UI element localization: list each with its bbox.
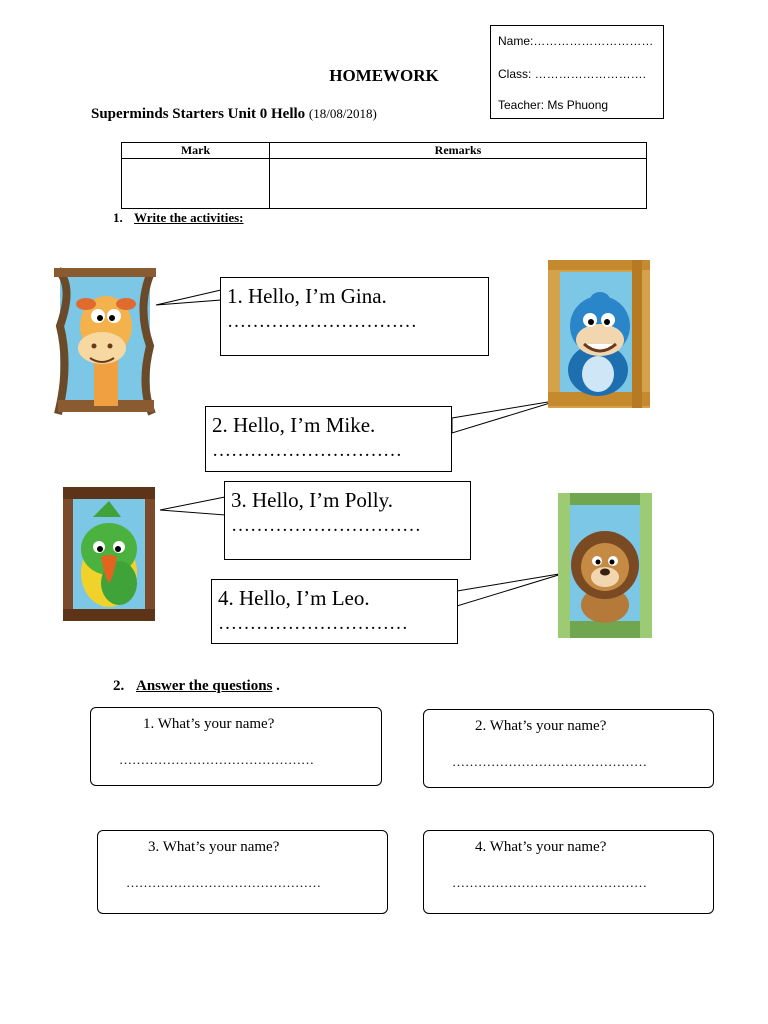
question-box-1: 1. What’s your name? ……………………………………… <box>90 707 382 786</box>
question-text: 3. What’s your name? <box>148 839 280 855</box>
question-box-2: 2. What’s your name? ……………………………………… <box>423 709 714 788</box>
monkey-icon <box>548 260 650 408</box>
unit-title: Superminds Starters Unit 0 Hello <box>91 106 306 122</box>
section2-number: 2. <box>113 678 125 694</box>
callout-leo: 4. Hello, I’m Leo. ………………………… <box>211 579 458 644</box>
section2-title: Answer the questions <box>136 678 273 694</box>
giraffe-icon <box>54 267 156 416</box>
answer-line[interactable]: ………………………… <box>212 440 402 461</box>
question-box-3: 3. What’s your name? ……………………………………… <box>97 830 388 914</box>
lion-icon <box>558 493 652 638</box>
question-text: 1. What’s your name? <box>143 716 275 732</box>
question-text: 4. What’s your name? <box>475 839 607 855</box>
answer-line[interactable]: ………………………… <box>218 613 408 634</box>
parrot-icon <box>63 487 155 621</box>
question-text: 2. What’s your name? <box>475 718 607 734</box>
callout-text: 3. Hello, I’m Polly. <box>231 488 393 512</box>
answer-line[interactable]: ……………………………………… <box>126 875 321 890</box>
section2-suffix: . <box>272 678 280 694</box>
section1-number: 1. <box>113 210 123 225</box>
section2-heading: 2. Answer the questions . <box>113 678 280 695</box>
homework-date: (18/08/2018) <box>308 106 377 121</box>
answer-line[interactable]: ……………………………………… <box>452 754 647 769</box>
answer-line[interactable]: ……………………………………… <box>119 752 314 767</box>
question-box-4: 4. What’s your name? ……………………………………… <box>423 830 714 914</box>
callout-text: 4. Hello, I’m Leo. <box>218 586 370 610</box>
marks-table: Mark Remarks <box>121 142 647 209</box>
page-title-text: HOMEWORK <box>329 66 439 85</box>
student-info-box: Name:………………………… Class: ………………………. Teache… <box>490 25 664 119</box>
section1-title: Write the activities: <box>134 210 244 225</box>
callout-text: 2. Hello, I’m Mike. <box>212 413 376 437</box>
answer-line[interactable]: ………………………… <box>231 515 421 536</box>
remarks-cell[interactable] <box>269 158 647 209</box>
name-field-label: Name:………………………… <box>498 34 654 48</box>
page-subtitle: Superminds Starters Unit 0 Hello (18/08/… <box>91 106 377 123</box>
answer-line[interactable]: ……………………………………… <box>452 875 647 890</box>
callout-mike: 2. Hello, I’m Mike. ………………………… <box>205 406 452 472</box>
callout-polly: 3. Hello, I’m Polly. ………………………… <box>224 481 471 560</box>
page-title: HOMEWORK <box>0 66 768 86</box>
section1-heading: 1. Write the activities: <box>113 210 244 226</box>
teacher-label: Teacher: Ms Phuong <box>498 98 609 112</box>
callout-gina: 1. Hello, I’m Gina. ………………………… <box>220 277 489 356</box>
callout-text: 1. Hello, I’m Gina. <box>227 284 387 308</box>
answer-line[interactable]: ………………………… <box>227 311 417 332</box>
class-field-label: Class: ………………………. <box>498 67 647 81</box>
mark-cell[interactable] <box>121 158 270 209</box>
